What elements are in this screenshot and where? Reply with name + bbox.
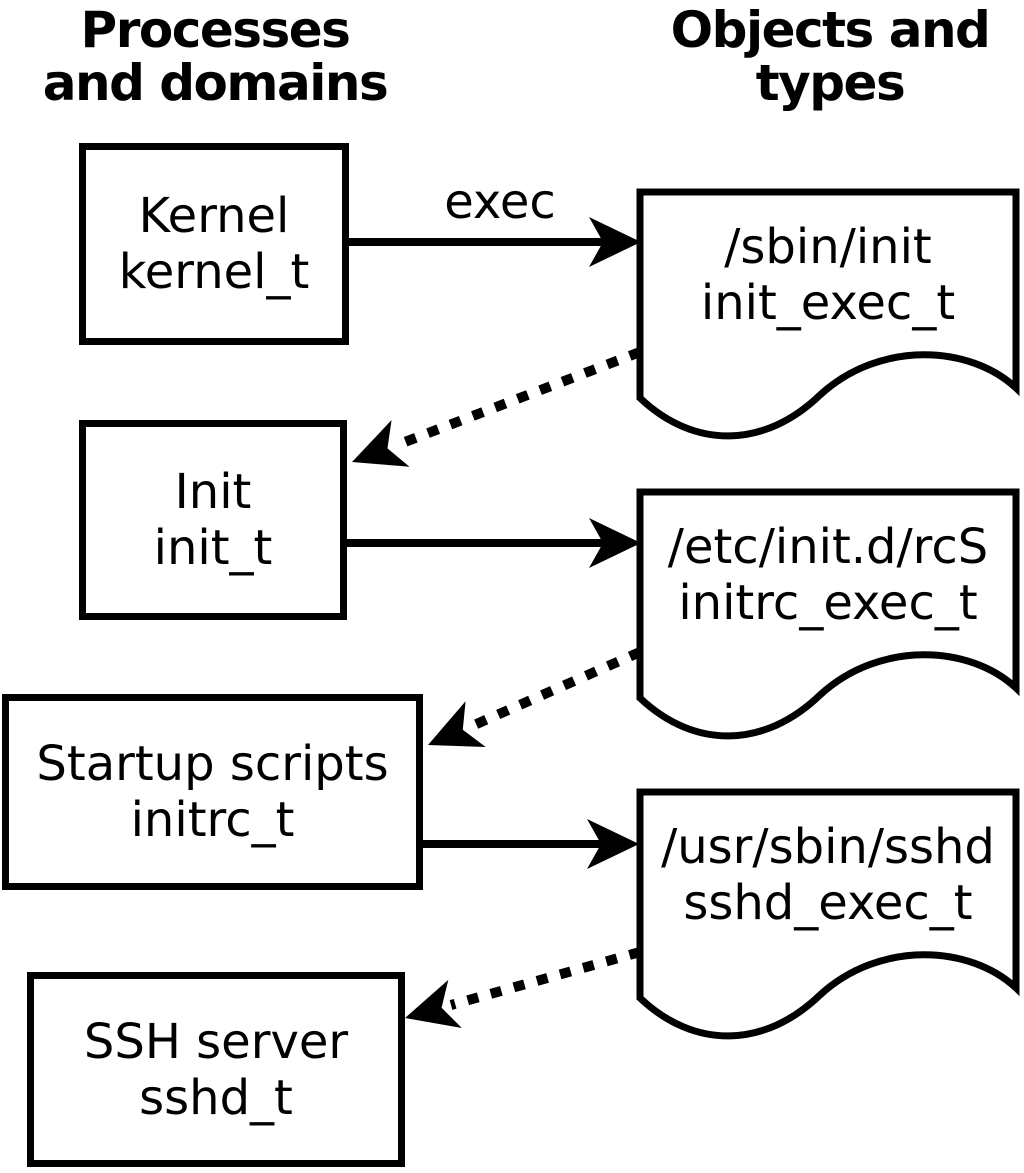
column-header-line: Processes [80, 1, 351, 59]
exec-arrow-startup-to-usr-sbin-sshd [423, 819, 639, 869]
process-name: Startup scripts [36, 736, 389, 792]
document-shape-usr-sbin-sshd [636, 788, 1020, 1040]
transition-arrow-init-exec-to-init-t [352, 347, 642, 467]
transition-arrow-sshd-exec-to-sshd-t [405, 947, 642, 1028]
process-box-init: Init init_t [79, 420, 347, 620]
domain-type: init_t [153, 520, 273, 576]
process-box-startup-scripts: Startup scripts initrc_t [2, 694, 423, 890]
document-shape-etc-initd-rcs [636, 488, 1020, 740]
process-name: Kernel [138, 188, 290, 244]
domain-type: sshd_t [139, 1069, 293, 1126]
domain-type: kernel_t [118, 244, 310, 300]
column-header-objects-types: Objects and types [630, 4, 1024, 110]
domain-type: initrc_t [130, 792, 295, 848]
process-name: SSH server [83, 1013, 349, 1070]
exec-edge-label: exec [444, 174, 556, 230]
column-header-line: Objects and [670, 1, 991, 59]
exec-arrow-kernel-to-sbin-init [349, 217, 641, 267]
process-box-kernel: Kernel kernel_t [79, 143, 349, 345]
process-box-ssh-server: SSH server sshd_t [27, 972, 405, 1167]
process-name: Init [174, 464, 252, 520]
column-header-line: and domains [42, 54, 389, 112]
exec-arrow-init-to-etc-initd-rcs [347, 518, 641, 568]
transition-arrow-initrc-exec-to-initrc-t [428, 647, 643, 747]
column-header-processes-domains: Processes and domains [15, 4, 415, 110]
column-header-line: types [755, 54, 906, 112]
document-shape-sbin-init [636, 188, 1020, 440]
